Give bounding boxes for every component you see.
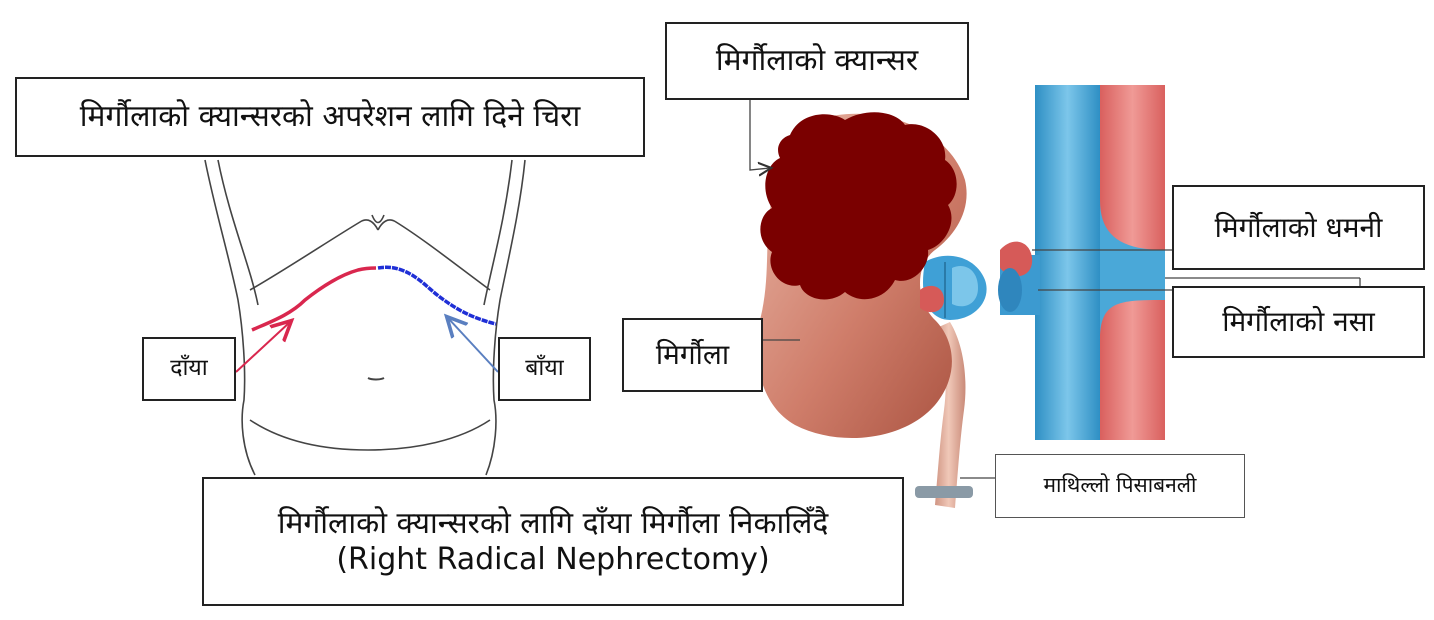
upper-ureter-label: माथिल्लो पिसाबनली bbox=[995, 454, 1245, 518]
great-vessels bbox=[998, 85, 1165, 440]
renal-hilum bbox=[920, 255, 987, 320]
incision-label: मिर्गौलाको क्यान्सरको अपरेशन लागि दिने च… bbox=[15, 77, 645, 157]
left-side-label: बाँया bbox=[498, 337, 591, 401]
caption-nepali: मिर्गौलाको क्यान्सरको लागि दाँया मिर्गौल… bbox=[277, 505, 829, 541]
caption-english: (Right Radical Nephrectomy) bbox=[336, 541, 770, 577]
kidney-tumor bbox=[760, 112, 957, 300]
renal-artery-label: मिर्गौलाको धमनी bbox=[1172, 185, 1425, 270]
leader-lines bbox=[749, 98, 1361, 479]
left-incision-line bbox=[377, 265, 497, 326]
left-pointer-arrow bbox=[448, 318, 499, 373]
right-pointer-arrow bbox=[235, 322, 290, 373]
torso-outline bbox=[204, 159, 526, 476]
right-incision-line bbox=[251, 266, 377, 332]
kidney-cancer-label: मिर्गौलाको क्यान्सर bbox=[665, 22, 969, 100]
ureter bbox=[932, 322, 966, 508]
ureter-clamp bbox=[915, 486, 973, 498]
kidney-label: मिर्गौला bbox=[622, 318, 763, 392]
renal-vein-label: मिर्गौलाको नसा bbox=[1172, 286, 1425, 358]
right-side-label: दाँया bbox=[142, 337, 236, 401]
caption-box: मिर्गौलाको क्यान्सरको लागि दाँया मिर्गौल… bbox=[202, 477, 904, 606]
